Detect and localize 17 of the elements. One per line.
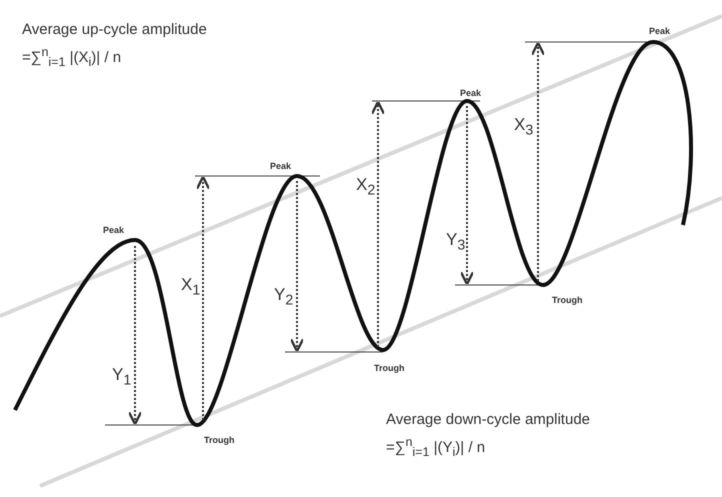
trough-label: Trough — [552, 296, 582, 306]
trough-label: Trough — [374, 364, 404, 374]
amplitude-label: Y$_{1}$ — [112, 366, 132, 389]
peak-label: Peak — [460, 89, 482, 99]
amplitude-label: Y$_{2}$ — [274, 286, 294, 309]
amplitude-label: X$_{2}$ — [356, 176, 376, 199]
trough-label: Trough — [204, 436, 234, 446]
peak-label: Peak — [649, 27, 670, 37]
peak-label: Peak — [103, 226, 124, 236]
amplitude-label: X$_{3}$ — [514, 116, 534, 139]
formula-text: =∑$^{n}$$_{i=1}$ |(X$_{i}$)| / n — [22, 46, 122, 70]
peak-label: Peak — [270, 162, 292, 172]
heading-text: Average up-cycle amplitude — [22, 22, 207, 38]
heading-text: Average down-cycle amplitude — [386, 412, 590, 428]
formula-text: =∑$^{n}$$_{i=1}$ |(Y$_{i}$)| / n — [386, 436, 486, 460]
amplitude-label: Y$_{3}$ — [446, 231, 466, 254]
amplitude-label: X$_{1}$ — [181, 276, 200, 299]
